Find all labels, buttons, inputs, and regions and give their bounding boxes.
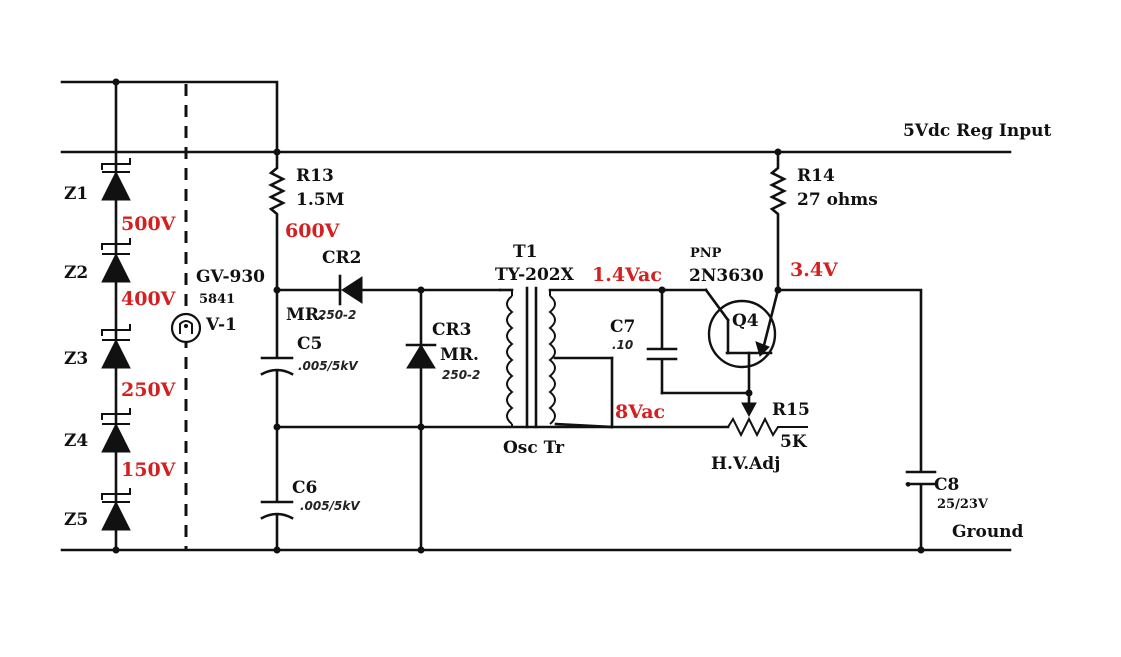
diode-cr2: [275, 274, 502, 306]
z5-label: Z5: [64, 510, 88, 530]
c6-ref: C6: [292, 478, 317, 498]
resistor-r13: [268, 148, 286, 292]
r13-ref: R13: [296, 166, 334, 186]
c6-value: .005/5kV: [300, 499, 361, 513]
r14-ref: R14: [797, 166, 835, 186]
diode-cr3: [405, 286, 437, 554]
zener-z3: [101, 324, 131, 369]
zener-z1: [101, 158, 131, 201]
ground-label: Ground: [952, 522, 1024, 542]
c7-value: .10: [612, 338, 633, 352]
tube-type-label: GV-930: [196, 267, 265, 287]
c8-ref: C8: [934, 475, 959, 495]
q4-ref: Q4: [732, 311, 759, 331]
c5-value: .005/5kV: [298, 359, 359, 373]
tube-ref-label: V-1: [205, 315, 237, 335]
t1-name: Osc Tr: [503, 438, 565, 458]
zener-string: [112, 78, 120, 554]
capacitor-c6: [260, 425, 294, 554]
z4-label: Z4: [64, 431, 88, 451]
cr3-ref: CR3: [432, 320, 472, 340]
r13-voltage: 600V: [285, 220, 341, 242]
cr2-part-hand: 250-2: [318, 308, 356, 322]
capacitor-c5: [260, 356, 294, 429]
t1-part: TY-202X: [495, 265, 575, 285]
capacitor-c8: [905, 470, 937, 554]
r15-value: 5K: [780, 432, 808, 452]
cr3-part: MR.: [440, 345, 479, 365]
input-rail-label: 5Vdc Reg Input: [903, 121, 1051, 141]
z2-label: Z2: [64, 263, 88, 283]
t1-secondary-voltage: 8Vac: [615, 401, 665, 423]
z1-voltage: 500V: [121, 213, 177, 235]
top-left-rail: [60, 80, 279, 154]
z2-voltage: 400V: [121, 288, 177, 310]
zener-z2: [101, 238, 131, 283]
zener-z5: [101, 488, 131, 531]
c7-ref: C7: [610, 317, 635, 337]
cr2-ref: CR2: [322, 248, 362, 268]
emitter-line: [776, 288, 923, 472]
z4-voltage: 150V: [121, 459, 177, 481]
r15-ref: R15: [772, 400, 810, 420]
tube-number-label: 5841: [199, 292, 235, 307]
resistor-r14: [769, 148, 787, 294]
t1-ref: T1: [513, 242, 537, 262]
z3-label: Z3: [64, 349, 88, 369]
potentiometer-r15: [610, 391, 808, 438]
q4-part: 2N3630: [689, 266, 764, 286]
r15-function: H.V.Adj: [711, 454, 780, 474]
q4-voltage: 3.4V: [790, 259, 839, 281]
r13-value: 1.5M: [296, 190, 345, 210]
t1-primary-voltage: 1.4Vac: [592, 264, 662, 286]
transistor-q4: [663, 288, 780, 397]
r14-value: 27 ohms: [797, 190, 878, 210]
z3-voltage: 250V: [121, 379, 177, 401]
c5-ref: C5: [297, 334, 322, 354]
zener-z4: [101, 408, 131, 453]
c8-value: 25/23V: [937, 497, 989, 512]
cr2-part: MR.: [286, 305, 325, 325]
z1-label: Z1: [64, 184, 88, 204]
tube-v1-icon: [170, 312, 202, 344]
capacitor-c7: [646, 286, 748, 395]
c8-polarity: •: [904, 478, 912, 493]
q4-type: PNP: [690, 246, 722, 261]
transformer-t1: [498, 286, 667, 429]
cr3-part-hand: 250-2: [442, 368, 480, 382]
